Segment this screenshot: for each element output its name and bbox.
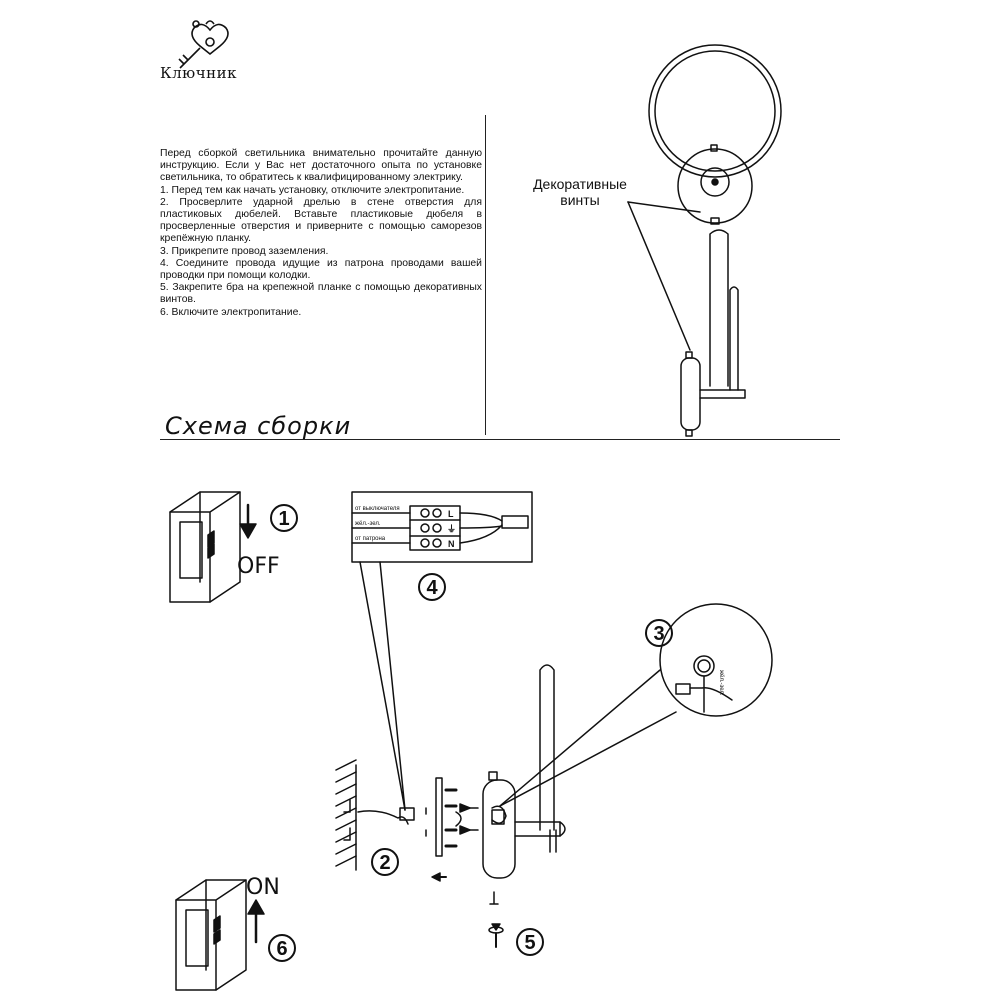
wall-drawing [335, 759, 415, 871]
key-heart-logo-icon [178, 20, 229, 69]
brand-name: Ключник [160, 64, 237, 82]
terminal-row-label-socket: от патрона [355, 536, 386, 542]
instruction-step-1: 1. Перед тем как начать установку, отклю… [160, 184, 465, 196]
lamp-overview-drawing [627, 44, 782, 437]
section-title: Схема сборки [165, 412, 352, 440]
arrow-down-icon [239, 523, 257, 539]
terminal-l-label: L [448, 509, 454, 519]
horizontal-divider [160, 439, 840, 440]
arrow-left-icon [431, 872, 441, 882]
instruction-step-2: 2. Просверлите ударной дрелью в стене от… [160, 196, 482, 245]
step-2-number: 2 [379, 852, 390, 874]
switch-on-label: ON [246, 875, 280, 900]
instruction-step-6: 6. Включите электропитание. [160, 306, 302, 318]
vertical-divider [485, 115, 486, 435]
instruction-step-5: 5. Закрепите бра на крепежной планке с п… [160, 282, 482, 306]
terminal-n-label: N [448, 539, 455, 549]
step-6-number: 6 [276, 938, 287, 960]
instruction-step-4: 4. Соедините провода идущие из патрона п… [160, 257, 482, 282]
instructions-text: Перед сборкой светильника внимательно пр… [160, 148, 482, 319]
switch-off-drawing [169, 491, 241, 603]
decorative-screws-label: Декоративные винты [533, 176, 627, 208]
terminal-row-label-ground: жёл.-зел. [355, 521, 381, 527]
arrow-up-icon [247, 899, 265, 915]
grounding-inset [499, 603, 773, 807]
step-5-number: 5 [524, 932, 535, 954]
ground-wire-label: жёл.-зел. [718, 670, 724, 696]
step-1-number: 1 [278, 508, 289, 530]
switch-off-label: OFF [237, 554, 280, 579]
step-4-number: 4 [426, 577, 438, 599]
decorative-screw-drawing [488, 923, 504, 948]
terminal-block-inset [351, 491, 533, 811]
terminal-row-label-switch: от выключателя [355, 506, 400, 512]
lamp-side-drawing [482, 664, 566, 905]
step-3-number: 3 [653, 623, 664, 645]
instruction-step-3: 3. Прикрепите провод заземления. [160, 245, 329, 257]
terminal-ground-label: ⏚ [447, 524, 456, 534]
mounting-plate-drawing [425, 777, 479, 882]
instructions-intro: Перед сборкой светильника внимательно пр… [160, 148, 482, 184]
switch-on-drawing [175, 879, 247, 991]
